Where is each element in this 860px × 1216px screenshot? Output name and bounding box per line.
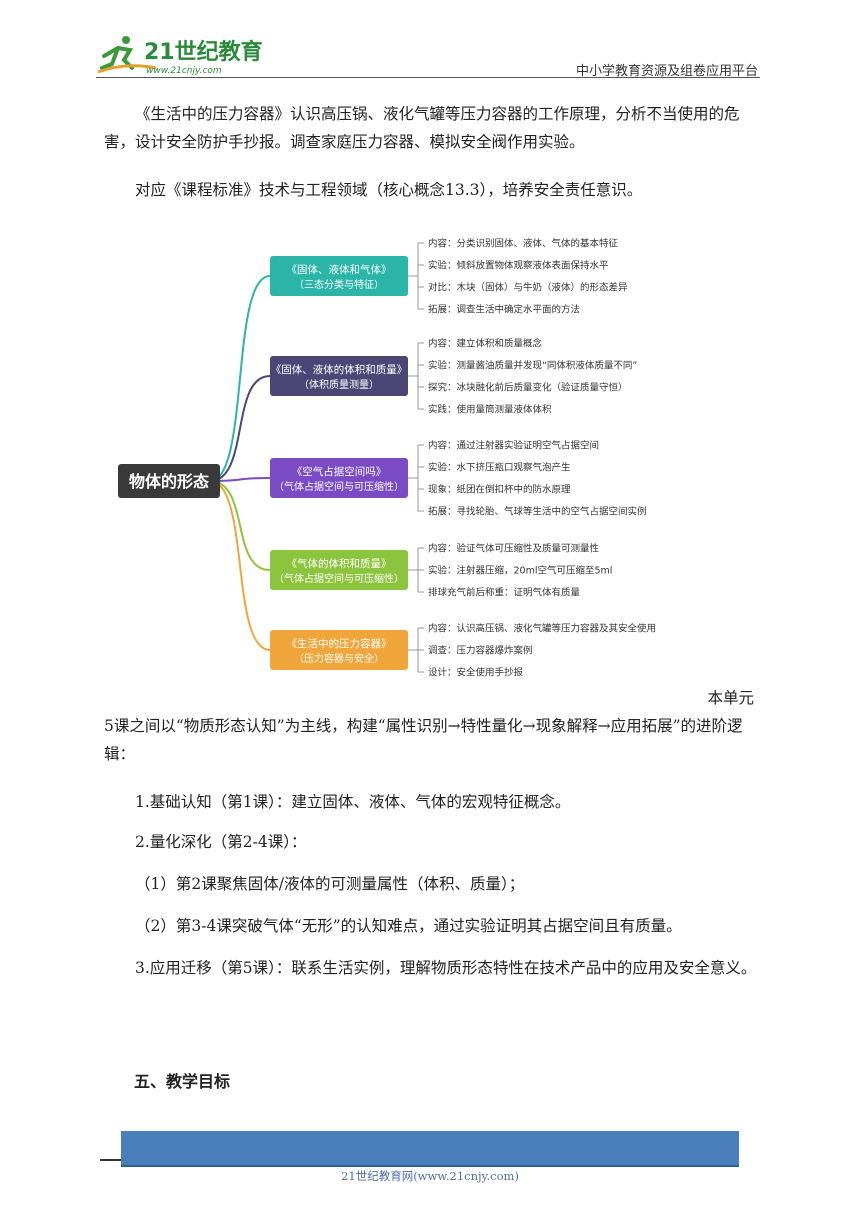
branch-item: 实验：倾斜放置物体观察液体表面保持水平	[428, 260, 609, 272]
branch-item: 实验：水下挤压瓶口观察气泡产生	[428, 462, 571, 474]
branch-node: 《固体、液体和气体》 （三态分类与特征）	[270, 256, 408, 296]
item-bracket	[417, 444, 424, 512]
branch-connector	[209, 477, 271, 482]
root-box	[118, 464, 220, 498]
branch-node: 《空气占据空间吗》 （气体占据空间与可压缩性）	[270, 458, 408, 498]
branch-connector	[209, 375, 271, 482]
branch-box	[270, 630, 408, 670]
branch-item: 设计：安全使用手抄报	[428, 667, 524, 679]
logo-url: www.21cnjy.com	[146, 66, 222, 76]
branch-item: 拓展：寻找轮胎、气球等生活中的空气占据空间实例	[428, 506, 647, 518]
branch-box	[270, 256, 408, 296]
branch-subtitle: （压力容器与安全）	[294, 652, 384, 665]
branch-title: 《固体、液体和气体》	[287, 263, 392, 276]
branch-item: 探究：冰块融化前后质量变化（验证质量守恒）	[428, 382, 628, 394]
branch-item: 调查：压力容器爆炸案例	[428, 645, 533, 657]
branch-subtitle: （三态分类与特征）	[294, 278, 384, 291]
root-node: 物体的形态	[118, 464, 220, 498]
paragraph-7: （2）第3-4课突破气体“无形”的认知难点，通过实验证明其占据空间且有质量。	[135, 917, 682, 935]
paragraph-4: 1.基础认知（第1课）：建立固体、液体、气体的宏观特征概念。	[135, 793, 571, 811]
paragraph-8: 3.应用迁移（第5课）：联系生活实例，理解物质形态特性在技术产品中的应用及安全意…	[135, 959, 757, 977]
branch-title: 《生活中的压力容器》	[287, 637, 392, 650]
branch-connector	[209, 480, 271, 651]
footer-bar	[121, 1131, 739, 1165]
branch-subtitle: （气体占据空间与可压缩性）	[274, 480, 404, 493]
branch-item: 内容：分类识别固体、液体、气体的基本特征	[428, 238, 619, 250]
section-heading: 五、教学目标	[134, 1072, 231, 1091]
paragraph-3-tail: 本单元	[707, 689, 754, 707]
branch-title: 《空气占据空间吗》	[292, 465, 387, 478]
branch-box	[270, 550, 408, 590]
branch-item: 内容：认识高压锅、液化气罐等压力容器及其安全使用	[428, 623, 656, 635]
intro-paragraph-1: 《生活中的压力容器》认识高压锅、液化气罐等压力容器的工作原理，分析不当使用的危害…	[104, 105, 740, 151]
branch-item: 内容：验证气体可压缩性及质量可测量性	[428, 543, 600, 555]
branch-item: 对比：木块（固体）与牛奶（液体）的形态差异	[428, 282, 628, 294]
branch-item: 实践：使用量筒测量液体体积	[428, 404, 552, 416]
branch-item: 排球充气前后称重：证明气体有质量	[428, 587, 581, 599]
branch-item: 现象：纸团在倒扣杯中的防水原理	[428, 484, 571, 496]
branch-node: 《生活中的压力容器》 （压力容器与安全）	[270, 630, 408, 670]
branch-item: 内容：通过注射器实验证明空气占据空间	[428, 440, 599, 452]
footer-dash	[100, 1159, 122, 1161]
header-divider	[96, 77, 760, 78]
branch-subtitle: （体积质量测量）	[299, 378, 379, 391]
runner-icon	[97, 36, 157, 74]
branch-subtitle: （气体占据空间与可压缩性）	[274, 572, 404, 585]
branch-item: 实验：注射器压缩，20ml空气可压缩至5ml	[428, 565, 612, 577]
branch-node: 《固体、液体的体积和质量》 （体积质量测量）	[270, 356, 408, 396]
branch-connector	[209, 480, 271, 571]
platform-title: 中小学教育资源及组卷应用平台	[575, 64, 758, 79]
footer-bar-edge	[121, 1165, 739, 1167]
paragraph-6: （1）第2课聚焦固体/液体的可测量属性（体积、质量）；	[135, 875, 525, 893]
branch-node: 《气体的体积和质量》 （气体占据空间与可压缩性）	[270, 550, 408, 590]
branch-item: 内容：建立体积和质量概念	[428, 338, 543, 350]
root-title: 物体的形态	[129, 472, 209, 491]
branch-box	[270, 356, 408, 396]
branch-box	[270, 458, 408, 498]
branch-connector	[209, 275, 271, 482]
site-logo: 21世纪教育 www.21cnjy.com	[96, 34, 266, 78]
branch-item: 实验：测量酱油质量并发现“同体积液体质量不同”	[428, 360, 637, 372]
paragraph-5: 2.量化深化（第2-4课）：	[135, 833, 307, 851]
item-bracket	[417, 342, 424, 410]
branch-item: 拓展：调查生活中确定水平面的方法	[428, 304, 580, 316]
item-bracket	[417, 242, 424, 310]
logo-text: 21世纪教育	[144, 39, 263, 65]
mindmap-diagram: 《固体、液体和气体》（三态分类与特征）内容：分类识别固体、液体、气体的基本特征实…	[118, 238, 656, 679]
intro-paragraph-2: 对应《课程标准》技术与工程领域（核心概念13.3），培养安全责任意识。	[135, 181, 643, 199]
footer-text: 21世纪教育网(www.21cnjy.com)	[341, 1169, 519, 1183]
branch-title: 《气体的体积和质量》	[287, 557, 392, 570]
branch-title: 《固体、液体的体积和质量》	[271, 363, 408, 376]
paragraph-3: 5课之间以“物质形态认知”为主线，构建“属性识别→特性量化→现象解释→应用拓展”…	[104, 717, 743, 763]
